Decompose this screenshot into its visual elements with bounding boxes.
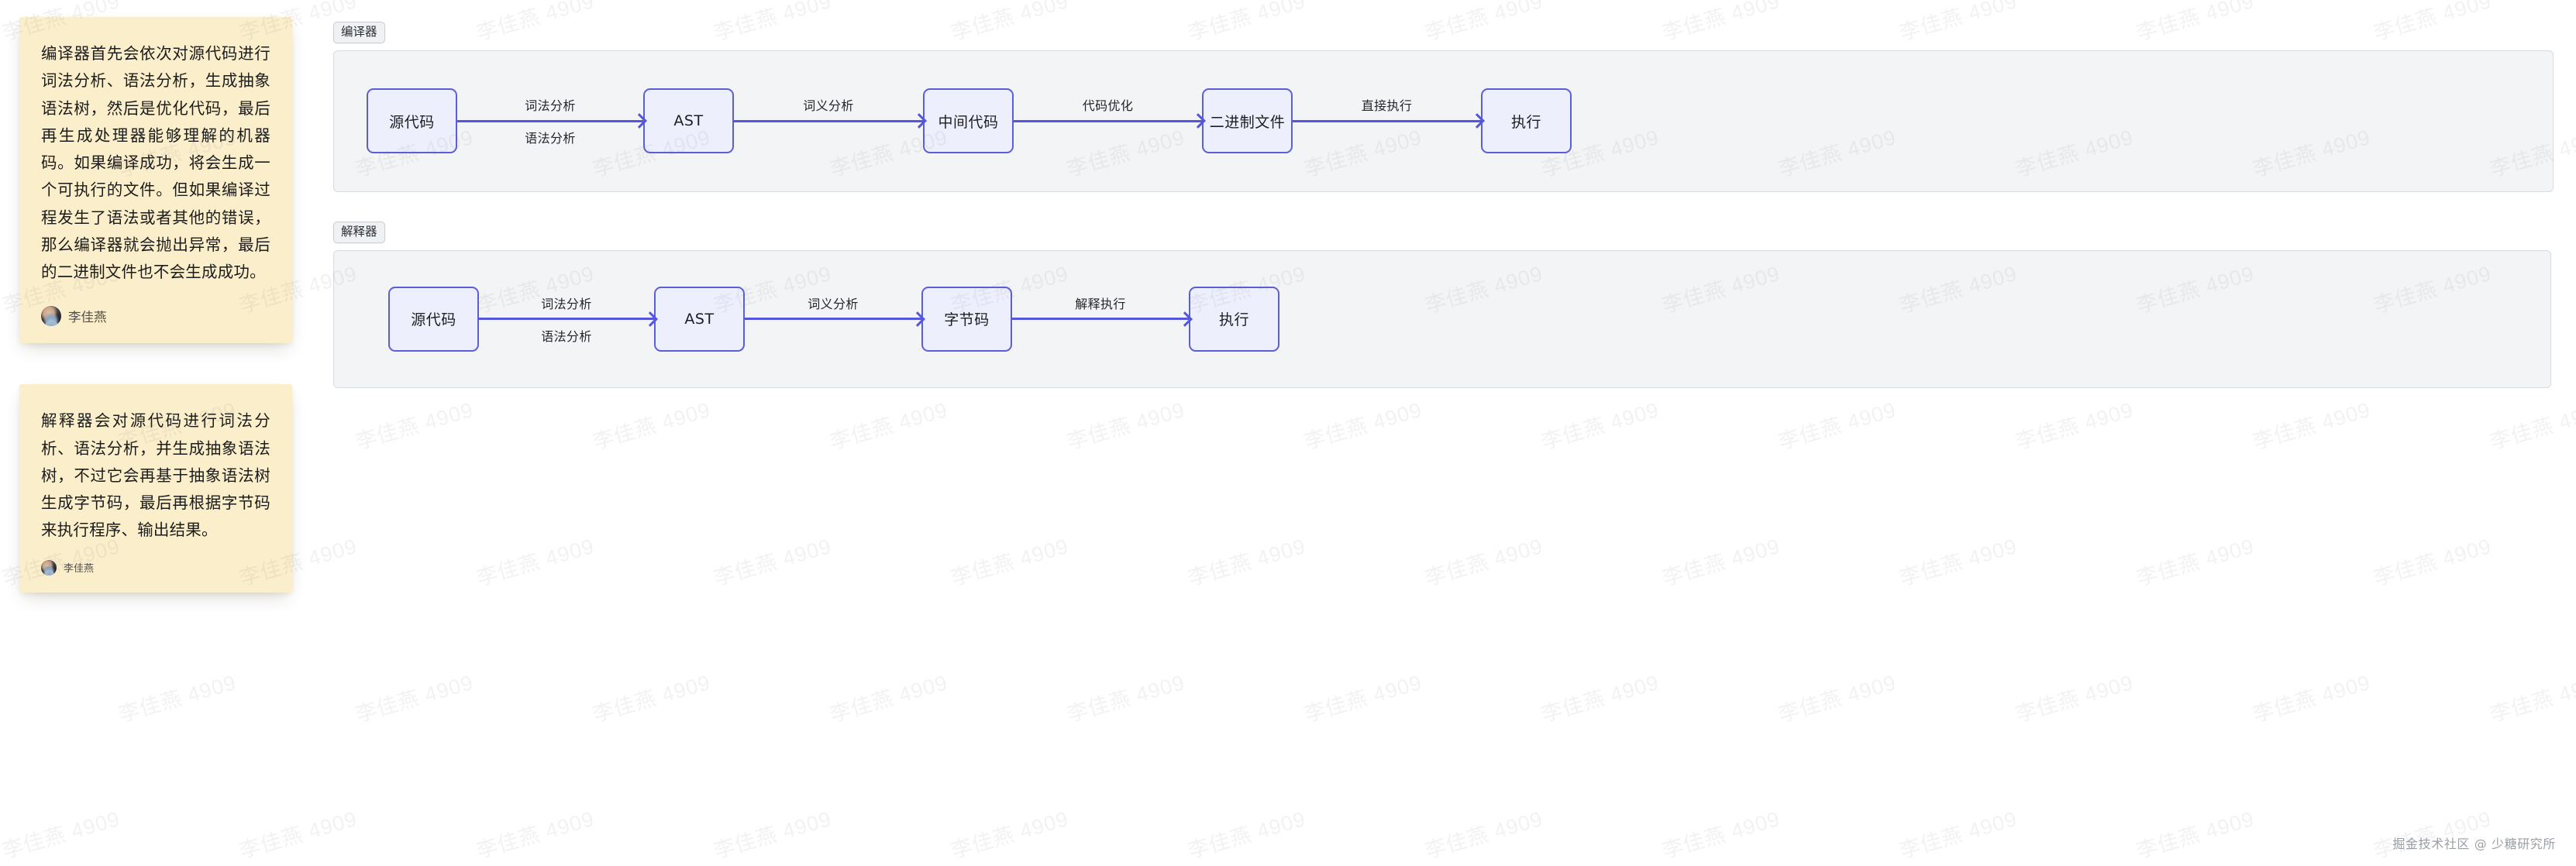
flow-node-source-code[interactable]: 源代码 [388,286,479,352]
footer-credit: 掘金技术社区 @ 少糖研究所 [2392,837,2556,851]
flow-edge-semantic: 词义分析 [745,287,921,352]
edge-label-below: 语法分析 [541,328,592,344]
flow-edge-code-optimize: 代码优化 [1014,88,1202,153]
section-chip-interpreter: 解释器 [333,222,385,243]
flow-edge-semantic: 词义分析 [734,88,923,153]
watermark-text: 李佳燕 4909 [0,125,2,181]
flow-node-bytecode[interactable]: 字节码 [921,286,1012,352]
diagram-area: 编译器 源代码 词法分析 语法分析 AST 词义分析 中间代码 代码优化 [333,0,2576,866]
flow-node-execute[interactable]: 执行 [1481,88,1572,154]
section-chip-compiler: 编译器 [333,22,385,43]
edge-label-above: 词法分析 [525,98,576,114]
flow-edge-direct-execute: 直接执行 [1293,88,1481,153]
flow-node-binary-file[interactable]: 二进制文件 [1202,88,1293,154]
diagram-block-interpreter: 解释器 源代码 词法分析 语法分析 AST 词义分析 字节码 解释执行 [333,222,2551,388]
arrow-icon [734,119,923,122]
diagram-panel-compiler: 源代码 词法分析 语法分析 AST 词义分析 中间代码 代码优化 二进制文件 [333,50,2554,192]
flow-node-ast[interactable]: AST [643,88,734,154]
edge-label-above: 解释执行 [1075,296,1126,311]
arrow-icon [1012,318,1189,321]
diagram-panel-interpreter: 源代码 词法分析 语法分析 AST 词义分析 字节码 解释执行 执行 [333,249,2551,388]
avatar-icon [41,559,57,576]
quote-text-interpreter: 解释器会对源代码进行词法分析、语法分析，并生成抽象语法树，不过它会再基于抽象语法… [41,411,270,540]
card-author-compiler: 李佳燕 [41,306,270,327]
flow-edge-lexical-syntax: 词法分析 语法分析 [479,287,654,352]
arrow-icon [1293,119,1481,122]
edge-label-above: 词义分析 [803,98,854,114]
arrow-icon [479,318,654,321]
arrow-icon [745,318,921,321]
edge-label-above: 词义分析 [808,296,859,311]
author-name: 李佳燕 [64,563,95,575]
edge-label-above: 词法分析 [541,296,592,311]
diagram-block-compiler: 编译器 源代码 词法分析 语法分析 AST 词义分析 中间代码 代码优化 [333,22,2554,192]
flow-compiler: 源代码 词法分析 语法分析 AST 词义分析 中间代码 代码优化 二进制文件 [367,88,1572,154]
quote-card-compiler: 编译器首先会依次对源代码进行词法分析、语法分析，生成抽象语法树，然后是优化代码，… [19,17,292,344]
flow-node-execute[interactable]: 执行 [1189,286,1279,352]
watermark-text: 李佳燕 4909 [0,397,2,454]
quote-card-column: 编译器首先会依次对源代码进行词法分析、语法分析，生成抽象语法树，然后是优化代码，… [19,17,292,593]
edge-label-below: 语法分析 [525,131,576,146]
quote-card-interpreter: 解释器会对源代码进行词法分析、语法分析，并生成抽象语法树，不过它会再基于抽象语法… [19,384,292,593]
avatar-icon [41,306,61,327]
watermark-text: 李佳燕 4909 [115,670,239,727]
author-name: 李佳燕 [68,310,107,325]
card-author-interpreter: 李佳燕 [41,559,270,576]
watermark-text: 李佳燕 4909 [0,670,2,727]
flow-edge-lexical-syntax: 词法分析 语法分析 [457,88,643,153]
arrow-icon [1014,119,1202,122]
watermark-text: 李佳燕 4909 [0,806,123,863]
edge-label-above: 代码优化 [1082,98,1134,114]
edge-label-above: 直接执行 [1361,98,1413,114]
quote-text-compiler: 编译器首先会依次对源代码进行词法分析、语法分析，生成抽象语法树，然后是优化代码，… [41,44,270,281]
flow-interpreter: 源代码 词法分析 语法分析 AST 词义分析 字节码 解释执行 执行 [388,286,1279,352]
arrow-icon [457,119,643,122]
flow-edge-interpret-execute: 解释执行 [1012,287,1189,352]
flow-node-ast[interactable]: AST [654,286,745,352]
flow-node-source-code[interactable]: 源代码 [367,88,457,154]
flow-node-intermediate-code[interactable]: 中间代码 [923,88,1014,154]
